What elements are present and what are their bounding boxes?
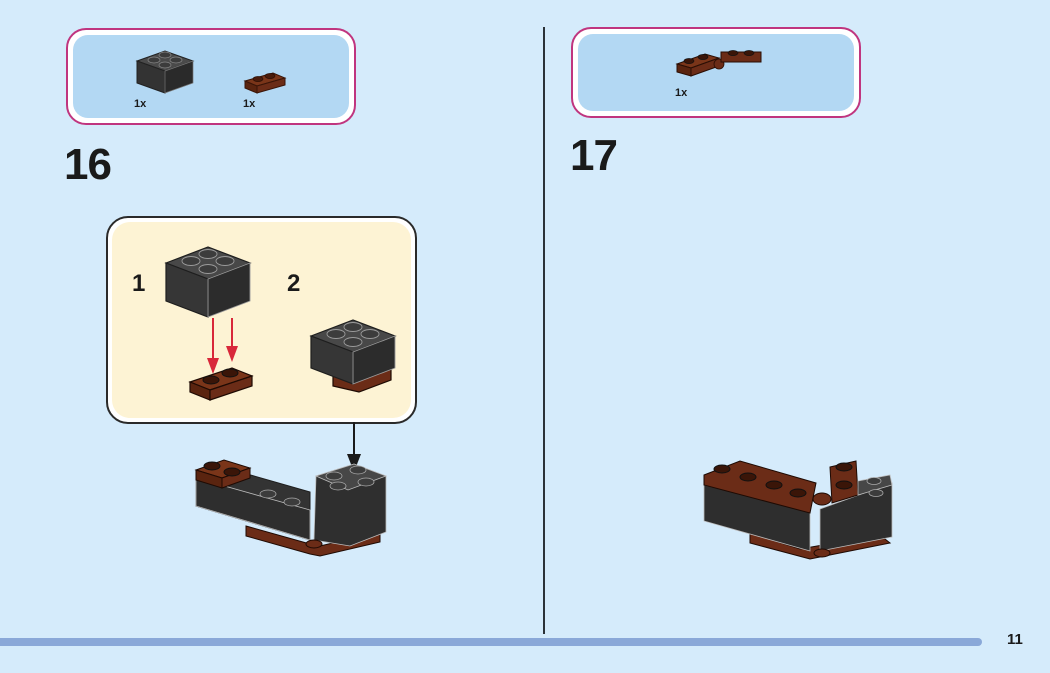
model-step-17 [703,460,893,560]
step-number: 16 [64,140,112,189]
model-step-16 [194,459,388,557]
arrow-down-icon [207,318,238,374]
brick-2x2-black-icon [164,246,252,318]
page-footer-bar [0,638,982,646]
plate-1x2-brown-icon [188,367,254,401]
part-quantity: 1x [134,98,147,110]
plate-1x2-brown-icon [243,72,287,94]
part-quantity: 1x [243,98,256,110]
substep-callout: 1 2 [106,216,417,424]
substep-number: 1 [132,270,146,297]
page-number: 11 [1007,631,1023,648]
step-number: 17 [570,131,618,180]
callout-inner: 1 2 [112,222,411,418]
parts-list-inner: 1x [578,34,854,111]
part-quantity: 1x [675,87,688,99]
substep-number: 2 [287,270,301,297]
parts-list-step-17: 1x [571,27,861,118]
parts-list-step-16: 1x 1x [66,28,356,125]
callout-arrow-icon [347,422,361,472]
hinge-plate-brown-icon [675,50,762,77]
page-divider [543,27,545,634]
parts-list-inner: 1x 1x [73,35,349,118]
brick-2x2-black-icon [135,50,195,94]
assembled-brick-icon [309,319,397,393]
